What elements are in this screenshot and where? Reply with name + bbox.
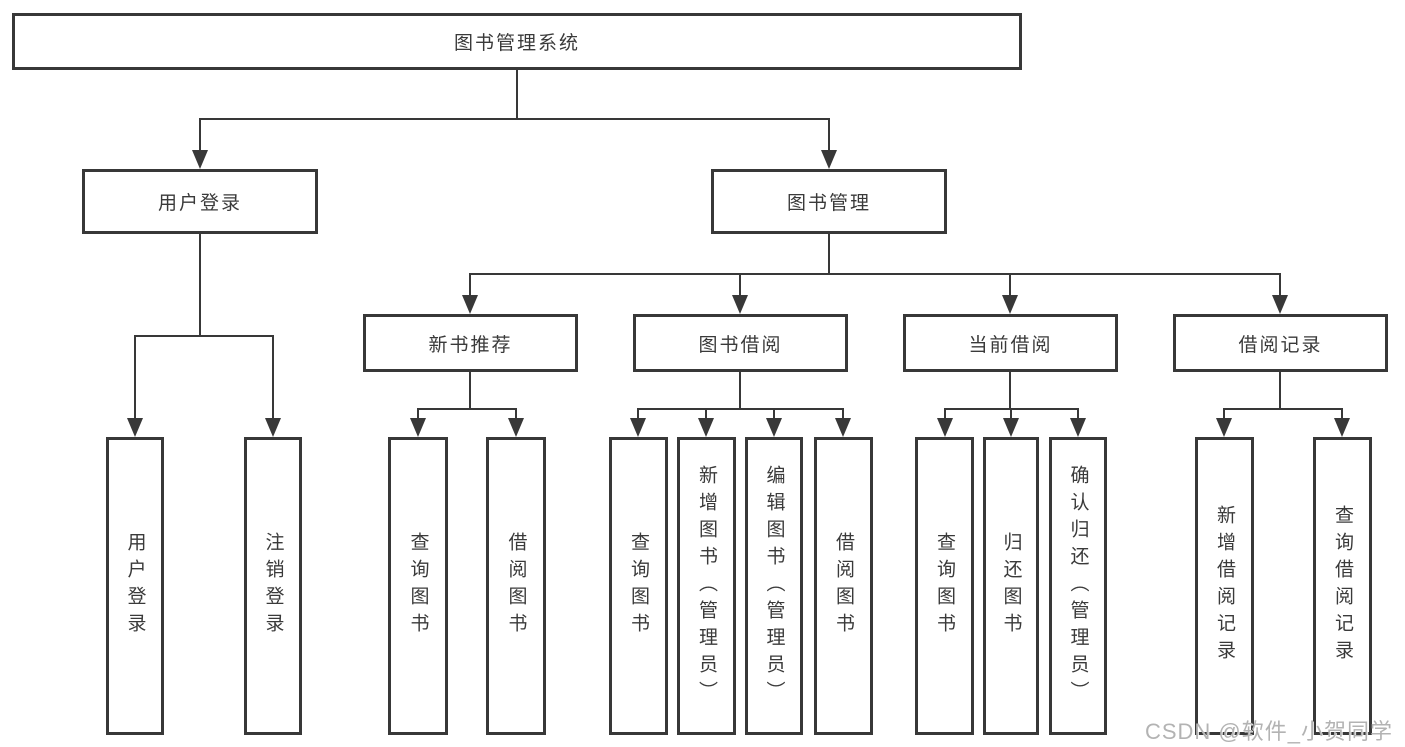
connector-line [842, 408, 844, 420]
leaf-user-login-label: 用户登录 [124, 532, 146, 640]
connector-line [739, 372, 741, 408]
node-current-borrowing-label: 当前借阅 [968, 334, 1053, 356]
connector-line [1279, 273, 1281, 297]
node-borrowing-records: 借阅记录 [1173, 314, 1388, 372]
leaf-query-books-borrowing-label: 查询图书 [628, 532, 649, 640]
leaf-edit-book-admin-label: 编辑图书（管理员） [763, 464, 785, 708]
arrow-down-icon [766, 418, 782, 437]
leaf-query-books-recommend: 查询图书 [388, 437, 448, 735]
arrow-down-icon [1003, 418, 1019, 437]
arrow-down-icon [410, 418, 426, 437]
connector-line [469, 273, 1281, 275]
arrow-down-icon [698, 418, 714, 437]
leaf-add-borrow-record: 新增借阅记录 [1195, 437, 1254, 735]
arrow-down-icon [1070, 418, 1086, 437]
leaf-borrow-books-recommend: 借阅图书 [486, 437, 546, 735]
connector-line [637, 408, 639, 420]
leaf-confirm-return-admin-label: 确认归还（管理员） [1067, 464, 1089, 708]
node-book-management: 图书管理 [711, 169, 947, 234]
leaf-edit-book-admin: 编辑图书（管理员） [745, 437, 803, 735]
connector-line [705, 408, 707, 420]
connector-line [1009, 372, 1011, 408]
connector-line [944, 408, 946, 420]
connector-line [828, 234, 830, 273]
leaf-query-borrow-record-label: 查询借阅记录 [1332, 505, 1353, 667]
leaf-query-books-borrowing: 查询图书 [609, 437, 668, 735]
leaf-add-borrow-record-label: 新增借阅记录 [1214, 505, 1235, 667]
node-borrowing-records-label: 借阅记录 [1238, 334, 1323, 356]
leaf-query-books-current-label: 查询图书 [934, 532, 955, 640]
arrow-down-icon [732, 295, 748, 314]
connector-line [469, 273, 471, 297]
node-user-login: 用户登录 [82, 169, 318, 234]
node-current-borrowing: 当前借阅 [903, 314, 1118, 372]
connector-line [199, 234, 201, 335]
arrow-down-icon [192, 150, 208, 169]
connector-line [1010, 408, 1012, 420]
leaf-query-borrow-record: 查询借阅记录 [1313, 437, 1372, 735]
leaf-add-book-admin-label: 新增图书（管理员） [696, 464, 717, 708]
arrow-down-icon [1216, 418, 1232, 437]
leaf-query-books-recommend-label: 查询图书 [407, 532, 429, 640]
arrow-down-icon [630, 418, 646, 437]
leaf-return-book: 归还图书 [983, 437, 1039, 735]
node-new-book-recommend: 新书推荐 [363, 314, 578, 372]
connector-line [417, 408, 517, 410]
connector-line [469, 372, 471, 408]
connector-line [515, 408, 517, 420]
arrow-down-icon [937, 418, 953, 437]
arrow-down-icon [462, 295, 478, 314]
connector-line [1223, 408, 1225, 420]
watermark: CSDN @软件_小贺同学 [1144, 719, 1393, 744]
connector-line [516, 70, 518, 118]
node-book-borrowing: 图书借阅 [633, 314, 848, 372]
connector-line [773, 408, 775, 420]
connector-line [637, 408, 844, 410]
connector-line [199, 118, 201, 152]
connector-line [134, 335, 136, 420]
connector-line [739, 273, 741, 297]
connector-line [1341, 408, 1343, 420]
arrow-down-icon [835, 418, 851, 437]
connector-line [1223, 408, 1343, 410]
node-root-label: 图书管理系统 [453, 33, 580, 54]
node-book-borrowing-label: 图书借阅 [698, 334, 783, 356]
connector-line [134, 335, 274, 337]
leaf-query-books-current: 查询图书 [915, 437, 974, 735]
leaf-user-login: 用户登录 [106, 437, 164, 735]
connector-line [272, 335, 274, 420]
node-new-book-recommend-label: 新书推荐 [428, 334, 513, 356]
leaf-logout: 注销登录 [244, 437, 302, 735]
leaf-borrow-books-recommend-label: 借阅图书 [505, 532, 527, 640]
leaf-logout-label: 注销登录 [262, 532, 284, 640]
arrow-down-icon [1002, 295, 1018, 314]
arrow-down-icon [1272, 295, 1288, 314]
connector-line [1009, 273, 1011, 297]
arrow-down-icon [1334, 418, 1350, 437]
node-book-management-label: 图书管理 [786, 193, 871, 214]
node-root: 图书管理系统 [12, 13, 1022, 70]
node-user-login-label: 用户登录 [157, 193, 242, 214]
leaf-confirm-return-admin: 确认归还（管理员） [1049, 437, 1107, 735]
arrow-down-icon [508, 418, 524, 437]
connector-line [199, 118, 830, 120]
connector-line [1077, 408, 1079, 420]
arrow-down-icon [127, 418, 143, 437]
connector-line [1279, 372, 1281, 408]
connector-line [417, 408, 419, 420]
arrow-down-icon [265, 418, 281, 437]
leaf-add-book-admin: 新增图书（管理员） [677, 437, 736, 735]
leaf-return-book-label: 归还图书 [1000, 532, 1022, 640]
leaf-borrow-books-borrowing: 借阅图书 [814, 437, 873, 735]
arrow-down-icon [821, 150, 837, 169]
leaf-borrow-books-borrowing-label: 借阅图书 [833, 532, 854, 640]
connector-line [828, 118, 830, 152]
